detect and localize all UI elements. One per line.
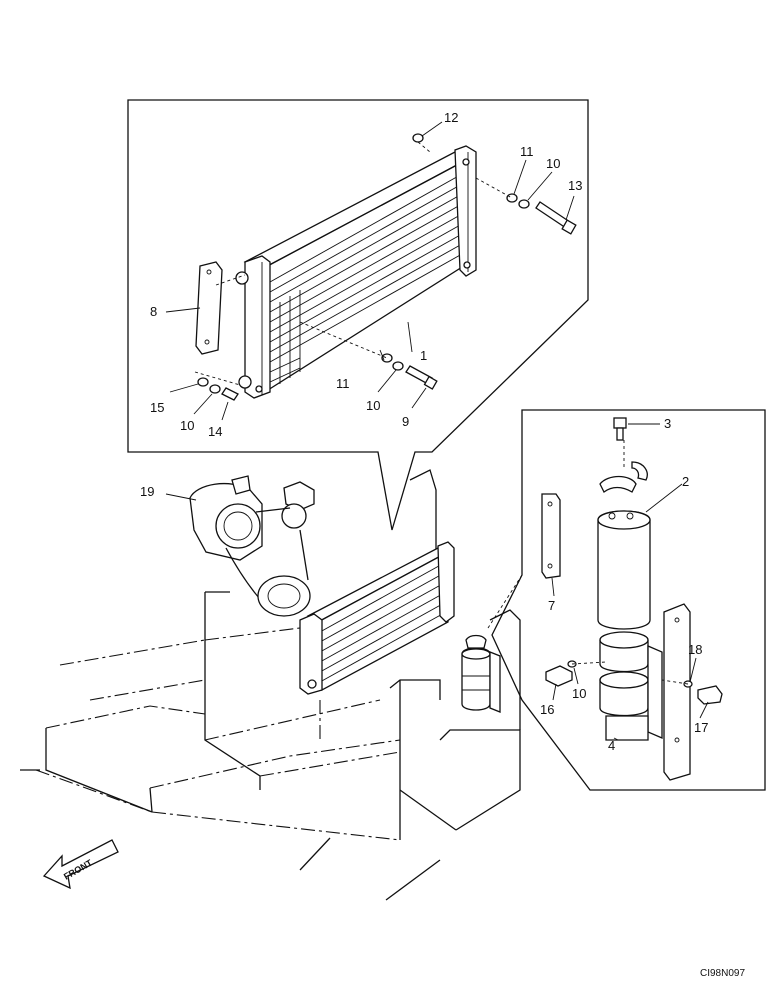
machine-body-outline	[20, 469, 521, 901]
clamp-bracket-part-4	[599, 631, 663, 741]
machine-body-phantom-lines	[35, 560, 441, 841]
callout-3: 3	[664, 416, 671, 431]
receiver-drier-installed	[461, 634, 501, 713]
callout-11-middle: 11	[336, 376, 350, 391]
callout-17: 17	[694, 720, 708, 735]
callout-leader-lines	[165, 121, 709, 741]
bracket-part-7	[541, 493, 561, 579]
compressor-part-19	[189, 475, 315, 617]
condenser-installed	[299, 541, 455, 695]
callout-10-left: 10	[180, 418, 194, 433]
callout-13: 13	[568, 178, 582, 193]
receiver-drier-detail-panel	[491, 409, 766, 791]
frame-rail	[663, 603, 691, 781]
bolt-part-3	[613, 417, 627, 441]
receiver-drier	[597, 440, 651, 630]
callout-10-drier: 10	[572, 686, 586, 701]
callout-labels: 1 2 3 4 7 8 9 10 10 10 10 11 11 12 13 14…	[140, 110, 708, 753]
condenser-detail-panel	[127, 99, 589, 531]
front-direction-arrow: FRONT	[42, 839, 119, 890]
callout-10-right-top: 10	[546, 156, 560, 171]
drawing-code: CI98N097	[700, 968, 745, 979]
callout-9: 9	[402, 414, 409, 429]
callout-15: 15	[150, 400, 164, 415]
callout-11-right-top: 11	[520, 144, 534, 159]
condenser-core	[235, 145, 477, 399]
callout-19: 19	[140, 484, 154, 499]
callout-8: 8	[150, 304, 157, 319]
callout-1: 1	[420, 348, 427, 363]
callout-4: 4	[608, 738, 615, 753]
bracket-part-8	[195, 261, 223, 355]
callout-18: 18	[688, 642, 702, 657]
callout-16: 16	[540, 702, 554, 717]
callout-10-middle: 10	[366, 398, 380, 413]
assembly-guide-lines	[194, 141, 513, 386]
callout-2: 2	[682, 474, 689, 489]
fastener-hardware	[197, 133, 577, 401]
callout-12: 12	[444, 110, 458, 125]
drier-fastener-hardware	[545, 660, 723, 705]
callout-14: 14	[208, 424, 222, 439]
callout-7: 7	[548, 598, 555, 613]
